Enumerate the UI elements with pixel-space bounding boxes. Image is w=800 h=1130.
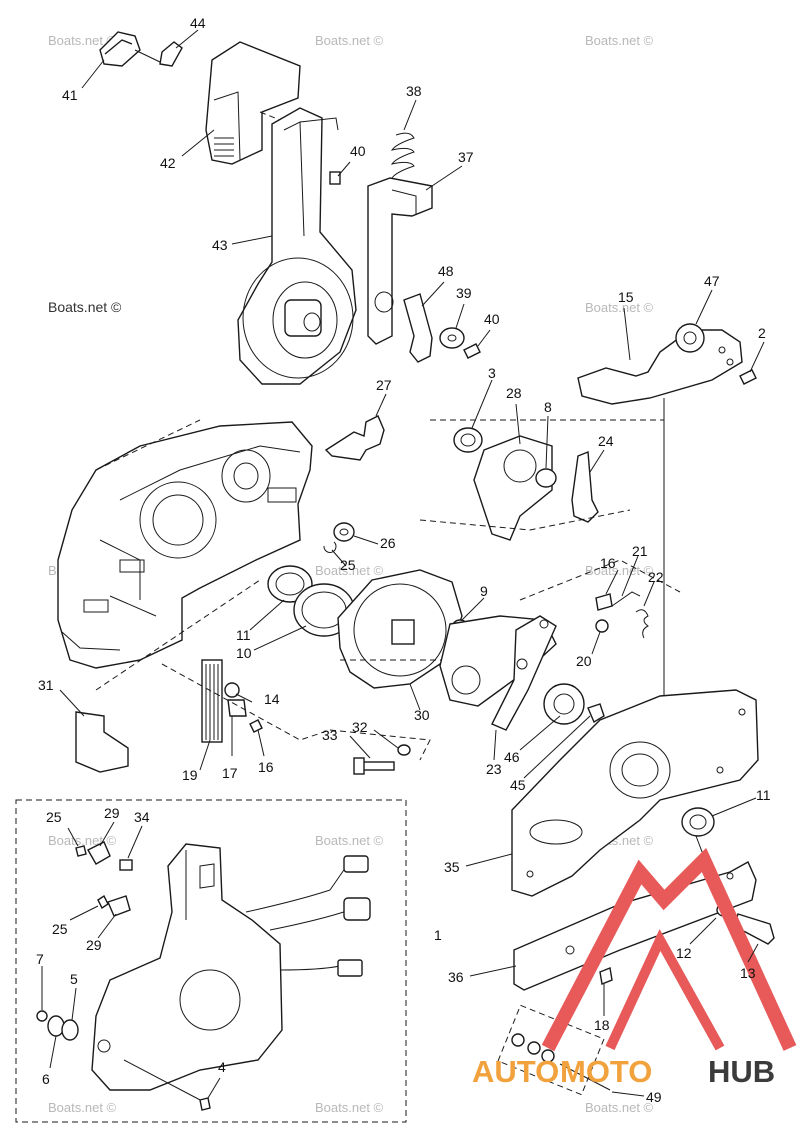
part-label-13: 13 (740, 965, 756, 981)
part-label-42: 42 (160, 155, 176, 171)
part-label-31: 31 (38, 677, 54, 693)
handle-parts (99, 31, 481, 385)
part-label-20: 20 (576, 653, 592, 669)
part-label-35: 35 (444, 859, 460, 875)
watermark: Boats.net © (585, 1100, 654, 1115)
part-label-17: 17 (222, 765, 238, 781)
part-label-46: 46 (504, 749, 520, 765)
part-label-25: 25 (340, 557, 356, 573)
watermark: Boats.net © (48, 33, 117, 48)
cover-plates (511, 689, 775, 991)
watermarks: Boats.net © Boats.net © Boats.net © Boat… (48, 33, 654, 1115)
watermark: Boats.net © (315, 1100, 384, 1115)
watermark: Boats.net © (315, 833, 384, 848)
upper-mechanism (419, 427, 631, 541)
part-label-38: 38 (406, 83, 422, 99)
part-label-5: 5 (70, 971, 78, 987)
watermark: Boats.net © (48, 299, 122, 315)
part-label-11: 11 (236, 627, 251, 643)
part-label-24: 24 (598, 433, 614, 449)
part-label-41: 41 (62, 87, 78, 103)
part-label-26: 26 (380, 535, 396, 551)
bottom-right-small-parts (497, 1004, 611, 1096)
bolt-33 (329, 729, 431, 775)
part-label-25b: 25 (46, 809, 62, 825)
part-label-8: 8 (544, 399, 552, 415)
part-labels: 1 2 3 4 5 6 7 8 9 10 11 11 12 13 14 15 1… (36, 15, 771, 1105)
logo-text-hub: HUB (708, 1054, 775, 1089)
part-label-32: 32 (352, 719, 368, 735)
part-label-16: 16 (600, 555, 616, 571)
watermark: Boats.net © (585, 33, 654, 48)
automotohub-logo: AUTO MOTO HUB (472, 847, 797, 1089)
part-label-43: 43 (212, 237, 228, 253)
part-label-29: 29 (104, 805, 120, 821)
disc-parts (267, 565, 463, 689)
part-label-16b: 16 (258, 759, 274, 775)
part-label-4: 4 (218, 1059, 226, 1075)
part-label-1: 1 (434, 927, 442, 943)
watermark: Boats.net © (315, 563, 384, 578)
part-label-3: 3 (488, 365, 496, 381)
part-label-18: 18 (594, 1017, 610, 1033)
small-rings (323, 522, 355, 553)
part-label-37: 37 (458, 149, 474, 165)
part-label-48: 48 (438, 263, 454, 279)
part-label-25c: 25 (52, 921, 68, 937)
part-label-2: 2 (758, 325, 766, 341)
part-label-14: 14 (264, 691, 280, 707)
logo-text-auto: AUTO (472, 1054, 559, 1089)
logo-triangle-icon (541, 847, 797, 1052)
part-label-12: 12 (676, 945, 692, 961)
part-label-22: 22 (648, 569, 664, 585)
watermark: Boats.net © (48, 1100, 117, 1115)
cam-and-linkage (439, 559, 681, 731)
part-label-27: 27 (376, 377, 392, 393)
watermark: Boats.net © (585, 563, 654, 578)
part-label-36: 36 (448, 969, 464, 985)
part-label-23: 23 (486, 761, 502, 777)
part-label-45: 45 (510, 777, 526, 793)
watermark: Boats.net © (315, 33, 384, 48)
part-label-7: 7 (36, 951, 44, 967)
main-housing (57, 419, 313, 669)
part-label-49: 49 (646, 1089, 662, 1105)
part-label-33: 33 (322, 727, 338, 743)
watermark: Boats.net © (585, 300, 654, 315)
part-label-6: 6 (42, 1071, 50, 1087)
part-label-21: 21 (632, 543, 648, 559)
part-label-39: 39 (456, 285, 472, 301)
part-label-28: 28 (506, 385, 522, 401)
part-label-40b: 40 (484, 311, 500, 327)
part-label-10: 10 (236, 645, 252, 661)
part-label-29b: 29 (86, 937, 102, 953)
part-label-47: 47 (704, 273, 720, 289)
part-label-30: 30 (414, 707, 430, 723)
part-label-40: 40 (350, 143, 366, 159)
part-label-11b: 11 (756, 787, 771, 803)
part-label-44: 44 (190, 15, 206, 31)
bracket-15 (430, 323, 757, 752)
part-label-9: 9 (480, 583, 488, 599)
lower-left-small-parts (75, 579, 331, 773)
logo-text-moto: MOTO (560, 1054, 652, 1089)
part-label-15: 15 (618, 289, 634, 305)
part-label-19: 19 (182, 767, 198, 783)
shaft-27 (324, 415, 385, 461)
leader-lines (41, 29, 765, 1099)
remote-control-inset (15, 799, 407, 1123)
part-label-34: 34 (134, 809, 150, 825)
